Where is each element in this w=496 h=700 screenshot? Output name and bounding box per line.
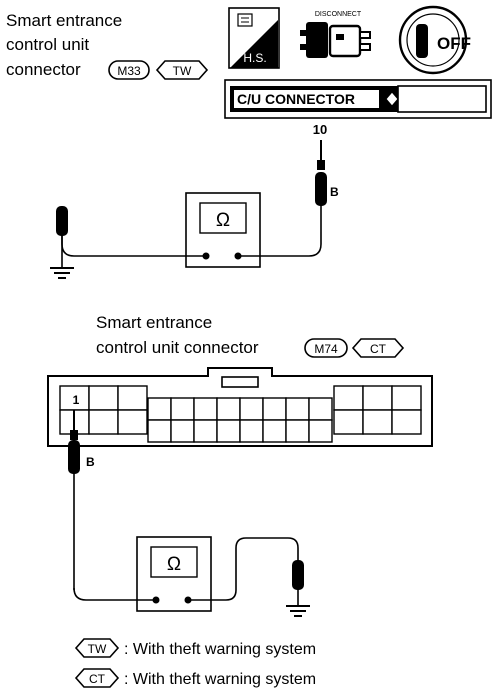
connector-cavity [285,419,310,443]
connector-cavity [88,385,119,411]
harness-side-icon: H.S. [228,7,280,69]
legend-row-1: TW : With theft warning system [74,638,316,658]
connector-cavity [88,409,119,435]
bottom-connector-title: Smart entrance control unit connector [96,313,259,357]
bottom-connector-code-badge: M74 [304,338,348,358]
connector-cavity [308,397,333,421]
legend-row-2: CT : With theft warning system [74,668,316,688]
top-wire-color: B [330,185,339,199]
top-connector-code-badge: M33 [108,60,150,80]
bottom-connector-probe [68,410,80,590]
connector-cavities [59,385,422,443]
ignition-off-icon: OFF [398,5,471,75]
top-terminal-number: 10 [313,122,327,137]
connector-cavity [216,419,241,443]
connector-cavity [391,409,422,435]
bottom-signal-wire [73,587,156,601]
connector-cavity [362,385,393,411]
bottom-variant-badge: CT [351,338,405,358]
connector-cavity [170,397,195,421]
top-ground-probe [56,206,68,262]
disconnect-icon: DISCONNECT [300,11,371,58]
bottom-terminal-number: 1 [73,393,80,407]
legend-code-1: TW [88,642,107,656]
top-ohmmeter: Ω [185,192,261,268]
connector-cavity [239,397,264,421]
connector-cavity [262,419,287,443]
connector-cavity [391,385,422,411]
top-connector-probe [315,140,327,232]
connector-cavity [262,397,287,421]
top-signal-wire [238,232,322,257]
top-ground-symbol [50,262,74,279]
hs-label: H.S. [243,51,266,65]
top-ground-wire [61,236,206,257]
top-connector-title: Smart entrance control unit connector [6,11,122,79]
connector-cavity [117,409,148,435]
connector-cavity [193,419,218,443]
top-connector-code: M33 [117,64,141,78]
bottom-ohmmeter: Ω [136,536,212,612]
bottom-connector-code: M74 [314,342,338,356]
bottom-wire-color: B [86,455,95,469]
legend-text-2: : With theft warning system [124,671,316,688]
bottom-title-line-2: control unit connector [96,338,259,357]
cu-connector-icon: C/U CONNECTOR [224,79,492,119]
connector-cavity [216,397,241,421]
off-label: OFF [437,34,471,53]
connector-cavity [147,397,172,421]
connector-cavity [239,419,264,443]
bottom-variant-code: CT [370,342,387,356]
connector-cavity [117,385,148,411]
connector-cavity [333,409,364,435]
connector-cavity [308,419,333,443]
top-title-line-2: control unit [6,35,89,54]
connector-cavity [170,419,195,443]
cu-connector-label: C/U CONNECTOR [237,91,355,107]
connector-cavity [193,397,218,421]
connector-cavity [285,397,310,421]
bottom-ohm-symbol: Ω [167,554,181,575]
bottom-ground-symbol [286,605,310,617]
top-variant-code: TW [173,64,192,78]
connector-cavity [362,409,393,435]
connector-cavity [333,385,364,411]
legend-code-2: CT [89,672,106,686]
top-title-line-1: Smart entrance [6,11,122,30]
legend-text-1: : With theft warning system [124,641,316,658]
top-ohm-symbol: Ω [216,210,230,231]
disconnect-label: DISCONNECT [315,11,362,18]
bottom-ground-wire [188,537,299,601]
bottom-title-line-1: Smart entrance [96,313,212,332]
connector-cavity [147,419,172,443]
top-title-line-3: connector [6,60,81,79]
top-variant-badge: TW [155,60,209,80]
bottom-connector-face [47,367,433,447]
bottom-ground-probe [292,560,304,606]
